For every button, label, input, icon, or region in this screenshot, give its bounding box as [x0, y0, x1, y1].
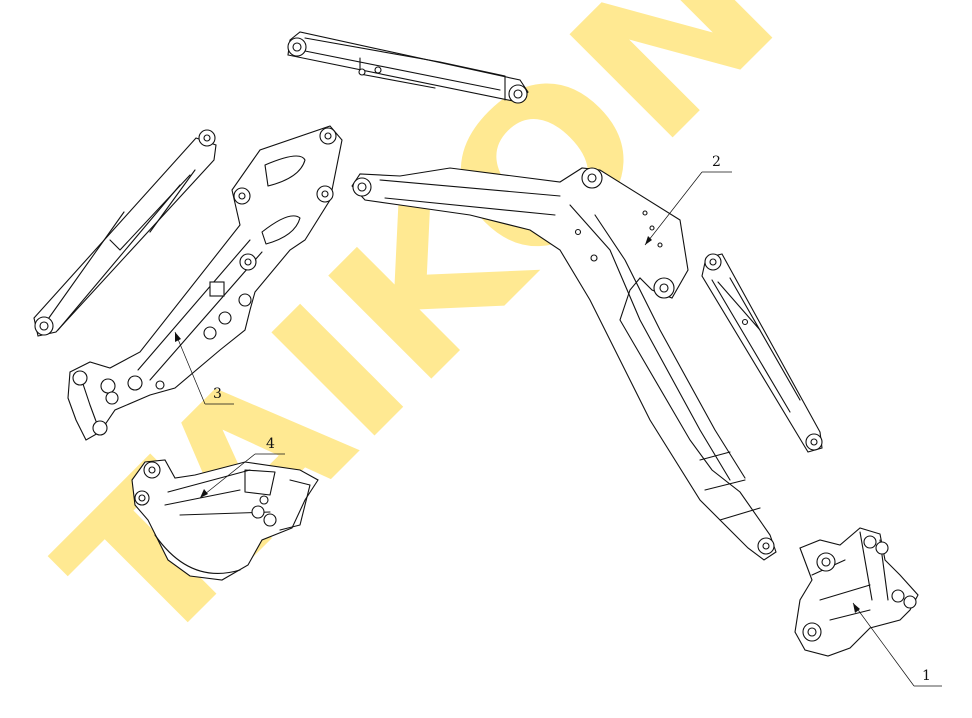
callout-1: 1 — [852, 602, 942, 687]
left-hydraulic-cylinder — [33, 129, 217, 337]
main-boom — [351, 167, 777, 561]
bucket — [131, 459, 319, 581]
callout-3: 3 — [174, 331, 234, 405]
watermark: TAIKON — [19, 0, 820, 694]
callout-label-3: 3 — [213, 386, 222, 402]
callout-2: 2 — [644, 154, 732, 246]
top-hydraulic-cylinder — [287, 31, 529, 104]
watermark-text: TAIKON — [19, 0, 820, 694]
callout-label-1: 1 — [922, 668, 931, 684]
bucket-bracket — [794, 527, 919, 657]
callout-4: 4 — [199, 436, 285, 499]
arm-stick — [67, 125, 343, 441]
callouts: 2 3 4 1 — [174, 154, 942, 687]
callout-label-2: 2 — [712, 154, 721, 170]
callout-label-4: 4 — [266, 436, 275, 452]
right-hydraulic-cylinder — [701, 253, 823, 453]
